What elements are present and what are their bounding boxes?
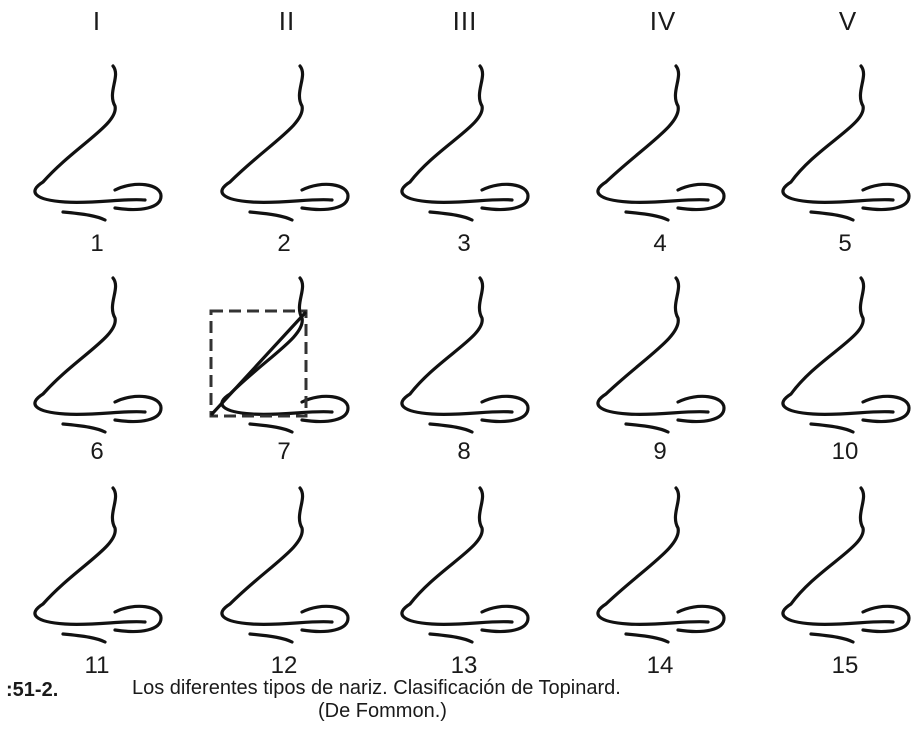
profile-number-13: 13 — [451, 652, 478, 680]
profile-number-3: 3 — [457, 230, 470, 258]
measurement-diagonal — [212, 313, 305, 414]
nose-profile-14 — [598, 488, 724, 642]
nose-profile-5 — [783, 66, 909, 220]
nose-profile-6 — [35, 278, 161, 432]
figure-source: (De Fommon.) — [318, 700, 447, 723]
nose-profile-4 — [598, 66, 724, 220]
profile-number-7: 7 — [277, 438, 290, 466]
profile-number-6: 6 — [90, 438, 103, 466]
profile-number-8: 8 — [457, 438, 470, 466]
profile-number-9: 9 — [653, 438, 666, 466]
nose-profile-8 — [402, 278, 528, 432]
profile-number-5: 5 — [838, 230, 851, 258]
figure-number: :51-2. — [6, 679, 58, 702]
nose-profile-2 — [222, 66, 348, 220]
nose-profile-7 — [222, 278, 348, 432]
nose-profile-11 — [35, 488, 161, 642]
nose-profile-10 — [783, 278, 909, 432]
profile-number-11: 11 — [85, 652, 110, 680]
nose-profile-1 — [35, 66, 161, 220]
profile-number-2: 2 — [277, 230, 290, 258]
profile-number-14: 14 — [647, 652, 674, 680]
profile-number-10: 10 — [832, 438, 859, 466]
nose-profile-9 — [598, 278, 724, 432]
figure-caption: Los diferentes tipos de nariz. Clasifica… — [132, 677, 621, 700]
profile-number-1: 1 — [90, 230, 103, 258]
profile-number-15: 15 — [832, 652, 859, 680]
profile-number-12: 12 — [271, 652, 298, 680]
nose-profile-3 — [402, 66, 528, 220]
nose-profile-13 — [402, 488, 528, 642]
nose-profile-12 — [222, 488, 348, 642]
nose-profile-15 — [783, 488, 909, 642]
profile-number-4: 4 — [653, 230, 666, 258]
